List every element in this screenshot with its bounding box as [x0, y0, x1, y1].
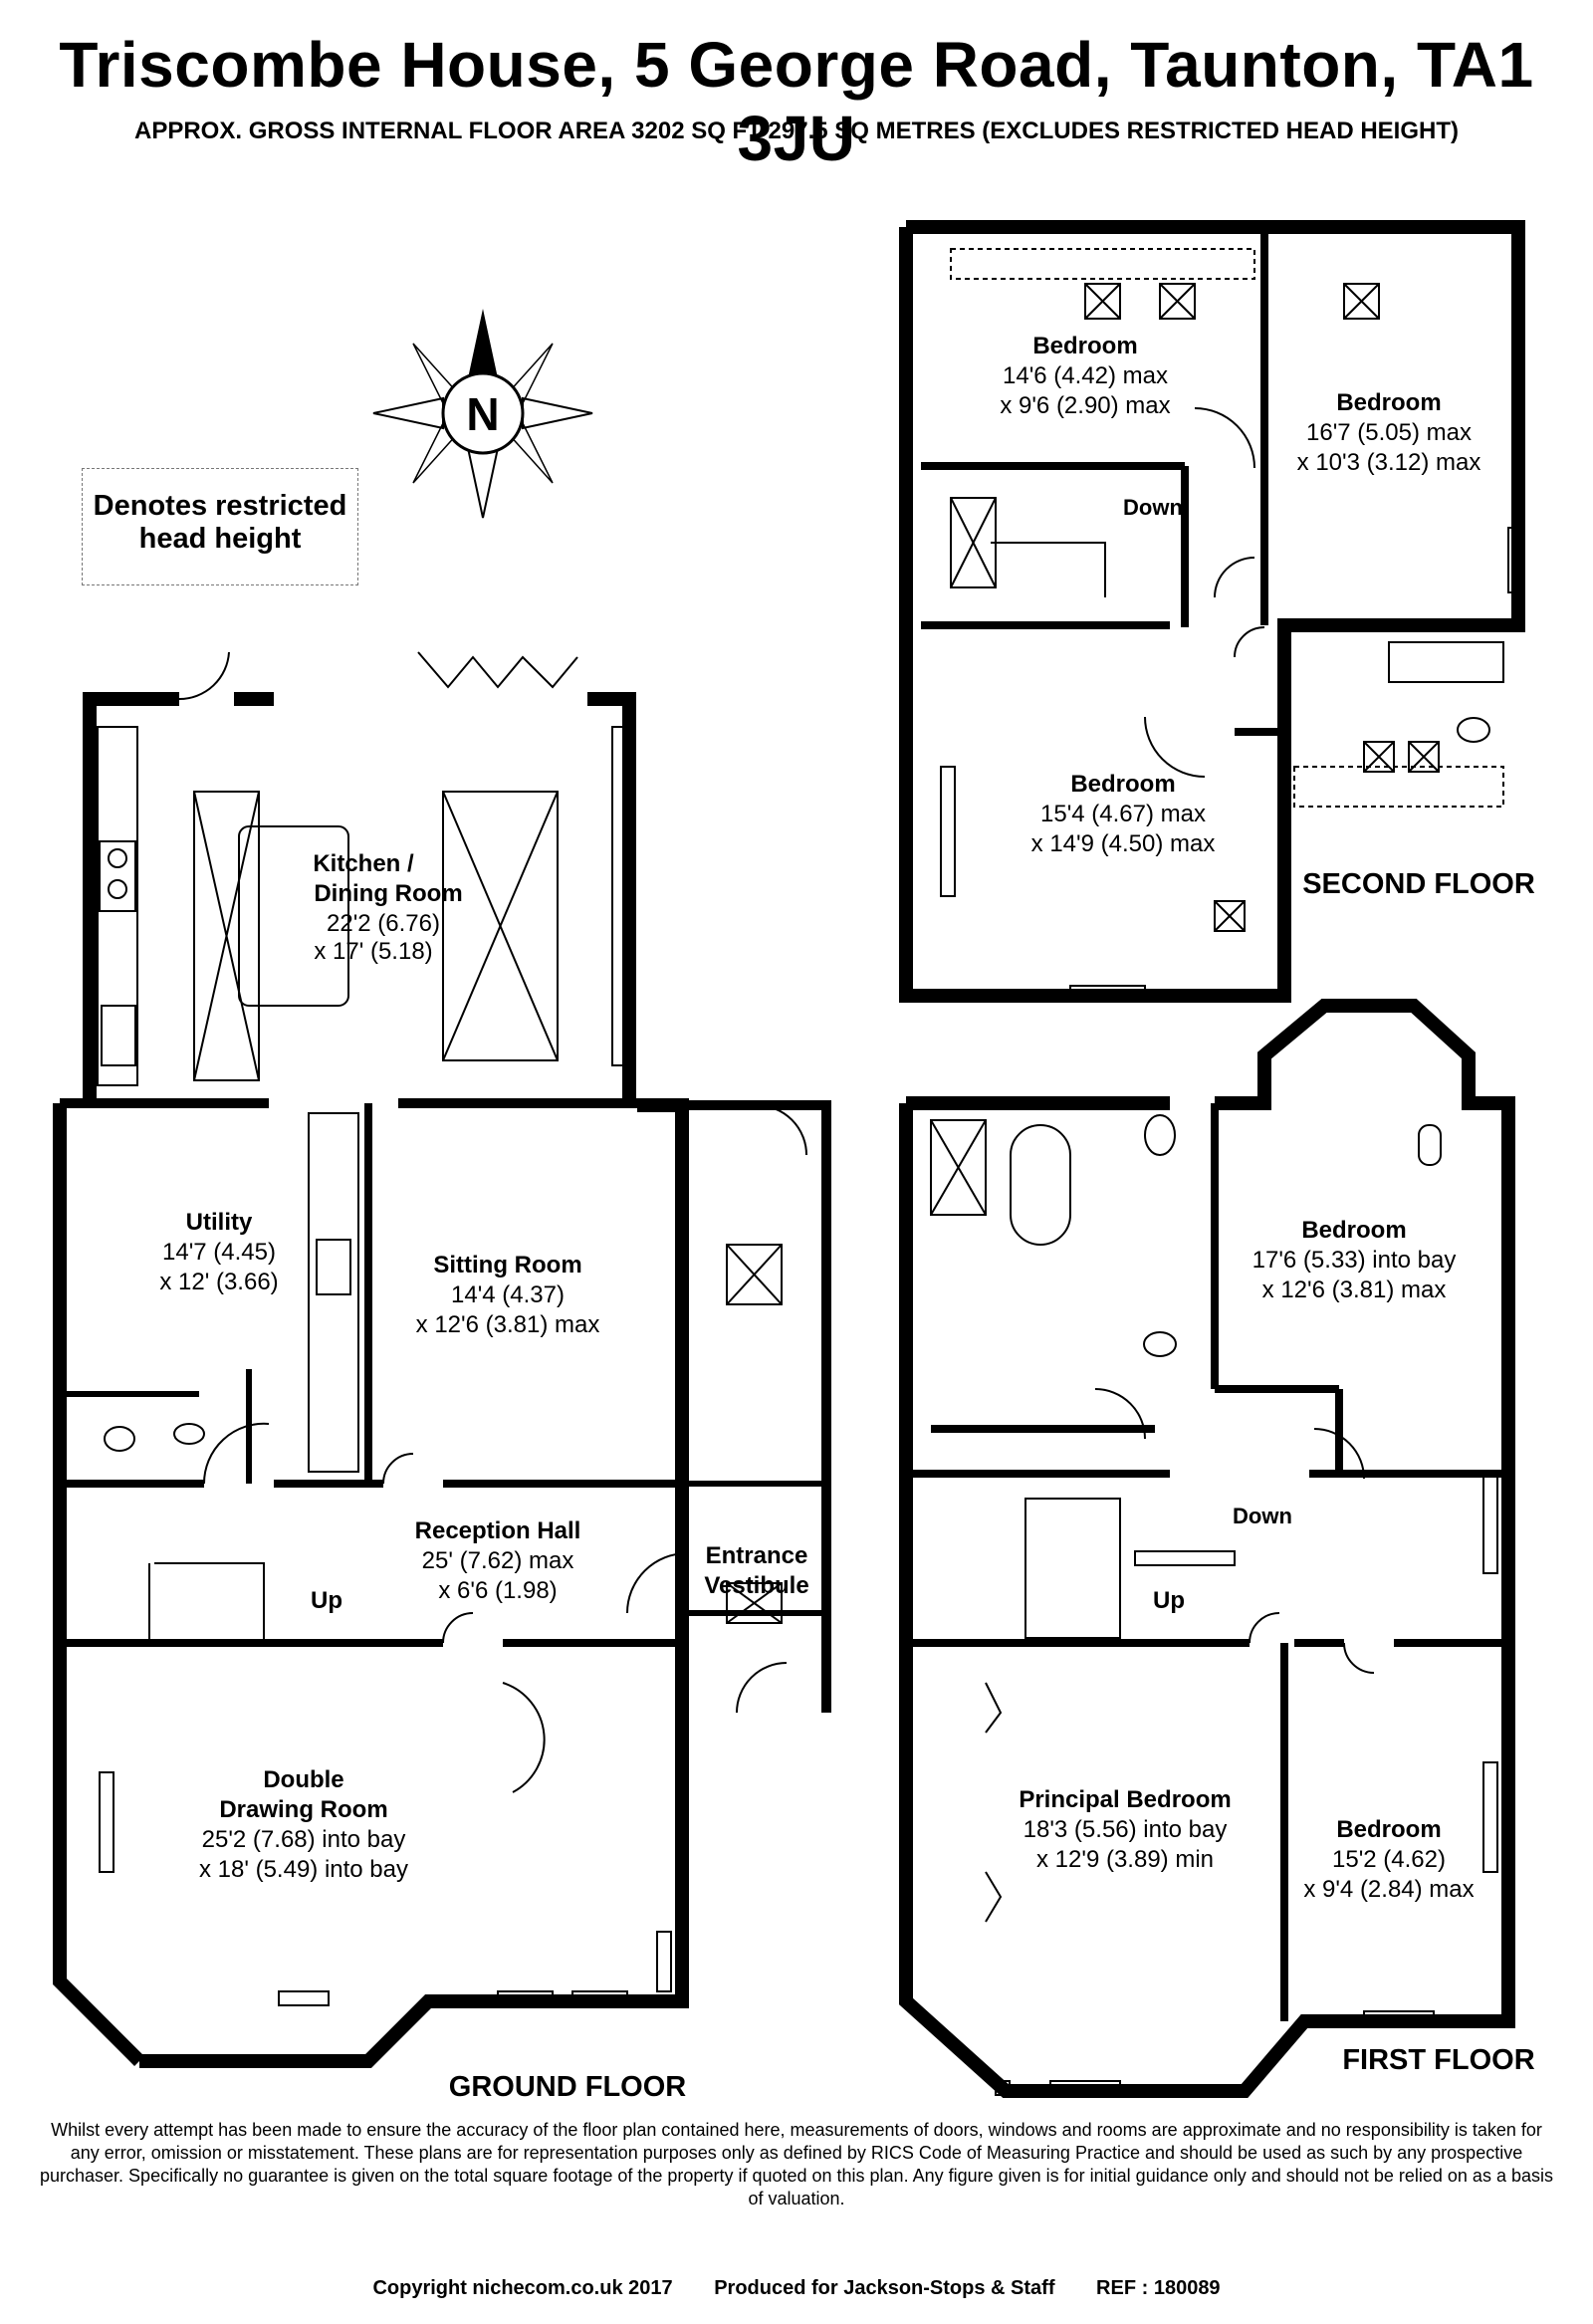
room-sitting: Sitting Room 14'4 (4.37) x 12'6 (3.81) m… — [416, 1252, 600, 1338]
ff-bedroom-small-label: Bedroom — [1336, 1816, 1441, 1843]
ff-bedroom-bay-dim-1: 17'6 (5.33) into bay — [1252, 1247, 1457, 1274]
footer: Copyright nichecom.co.uk 2017 Produced f… — [0, 2277, 1593, 2300]
drawing-label-2: Drawing Room — [219, 1796, 387, 1823]
room-principal-bedroom: Principal Bedroom 18'3 (5.56) into bay x… — [1019, 1786, 1231, 1873]
compass-n-label: N — [466, 388, 499, 440]
floor-area-subtitle: APPROX. GROSS INTERNAL FLOOR AREA 3202 S… — [134, 117, 1459, 144]
ground-floor-fixtures: Up — [97, 651, 807, 2006]
utility-dim-1: 14'7 (4.45) — [162, 1239, 276, 1266]
ff-bedroom-bay-dim-2: x 12'6 (3.81) max — [1262, 1277, 1447, 1303]
utility-dim-2: x 12' (3.66) — [159, 1269, 278, 1295]
reference-text: REF : 180089 — [1096, 2277, 1221, 2299]
room-reception-hall: Reception Hall 25' (7.62) max x 6'6 (1.9… — [415, 1517, 581, 1604]
compass-icon: N — [372, 309, 593, 519]
second-floor-plan — [899, 220, 1525, 1003]
drawing-dim-2: x 18' (5.49) into bay — [199, 1856, 408, 1883]
stairs-up-ground: Up — [311, 1587, 342, 1614]
sitting-dim-2: x 12'6 (3.81) max — [416, 1311, 600, 1338]
sitting-dim-1: 14'4 (4.37) — [451, 1281, 565, 1308]
sf-bedroom-c-label: Bedroom — [1070, 771, 1175, 798]
sitting-label: Sitting Room — [433, 1252, 581, 1278]
first-floor-plan — [899, 999, 1515, 2098]
kitchen-dim-1: 22'2 (6.76) — [327, 910, 440, 937]
stairs-down-first: Down — [1233, 1504, 1292, 1528]
sf-bedroom-b-label: Bedroom — [1336, 389, 1441, 416]
first-floor-fixtures: Down Up — [930, 1114, 1498, 2096]
sf-bedroom-b-dim-2: x 10'3 (3.12) max — [1297, 449, 1481, 476]
ground-floor-label: GROUND FLOOR — [449, 2071, 686, 2103]
sf-bedroom-a-dim-1: 14'6 (4.42) max — [1003, 362, 1168, 389]
principal-dim-1: 18'3 (5.56) into bay — [1024, 1816, 1228, 1843]
principal-label: Principal Bedroom — [1019, 1786, 1231, 1813]
sf-bedroom-a-dim-2: x 9'6 (2.90) max — [1000, 392, 1170, 419]
disclaimer-text: Whilst every attempt has been made to en… — [40, 2120, 1553, 2208]
kitchen-label-2: Dining Room — [314, 880, 462, 907]
room-double-drawing: Double Drawing Room 25'2 (7.68) into bay… — [199, 1766, 408, 1883]
first-floor-label: FIRST FLOOR — [1342, 2044, 1534, 2076]
stairs-up-first: Up — [1153, 1587, 1185, 1614]
room-second-bedroom-a: Bedroom 14'6 (4.42) max x 9'6 (2.90) max — [1000, 333, 1170, 419]
produced-for-text: Produced for Jackson-Stops & Staff — [714, 2277, 1055, 2299]
room-first-bedroom-bay: Bedroom 17'6 (5.33) into bay x 12'6 (3.8… — [1252, 1217, 1457, 1303]
room-second-bedroom-c: Bedroom 15'4 (4.67) max x 14'9 (4.50) ma… — [1031, 771, 1216, 857]
ff-bedroom-small-dim-2: x 9'4 (2.84) max — [1303, 1876, 1474, 1903]
room-first-bedroom-small: Bedroom 15'2 (4.62) x 9'4 (2.84) max — [1303, 1816, 1474, 1903]
kitchen-label-1: Kitchen / — [313, 850, 414, 877]
sf-bedroom-a-label: Bedroom — [1032, 333, 1137, 359]
page-title: Triscombe House, 5 George Road, Taunton,… — [59, 29, 1534, 174]
second-floor-label: SECOND FLOOR — [1302, 868, 1535, 900]
restricted-height-legend: Denotes restricted head height — [82, 490, 358, 556]
room-utility: Utility 14'7 (4.45) x 12' (3.66) — [159, 1209, 278, 1295]
reception-dim-2: x 6'6 (1.98) — [438, 1577, 557, 1604]
reception-dim-1: 25' (7.62) max — [422, 1547, 574, 1574]
room-entrance-vestibule: Entrance Vestibule — [704, 1542, 808, 1599]
vestibule-label-1: Entrance — [706, 1542, 808, 1569]
drawing-label-1: Double — [263, 1766, 343, 1793]
sf-bedroom-c-dim-2: x 14'9 (4.50) max — [1031, 830, 1216, 857]
ff-bedroom-small-dim-1: 15'2 (4.62) — [1332, 1846, 1446, 1873]
sf-bedroom-c-dim-1: 15'4 (4.67) max — [1040, 801, 1206, 827]
restricted-line-1: Denotes restricted — [93, 490, 347, 522]
restricted-line-2: head height — [138, 523, 302, 555]
principal-dim-2: x 12'9 (3.89) min — [1036, 1846, 1214, 1873]
reception-label: Reception Hall — [415, 1517, 581, 1544]
copyright-text: Copyright nichecom.co.uk 2017 — [372, 2277, 673, 2299]
drawing-dim-1: 25'2 (7.68) into bay — [202, 1826, 406, 1853]
restricted-height-legend-box — [82, 468, 358, 585]
ff-bedroom-bay-label: Bedroom — [1301, 1217, 1406, 1244]
vestibule-label-2: Vestibule — [704, 1572, 808, 1599]
room-kitchen-dining: Kitchen / Dining Room 22'2 (6.76) x 17' … — [313, 850, 462, 965]
stairs-down-second: Down — [1123, 495, 1183, 520]
sf-bedroom-b-dim-1: 16'7 (5.05) max — [1306, 419, 1472, 446]
kitchen-dim-2: x 17' (5.18) — [314, 938, 432, 965]
room-second-bedroom-b: Bedroom 16'7 (5.05) max x 10'3 (3.12) ma… — [1297, 389, 1481, 476]
second-floor-fixtures: Down — [940, 248, 1523, 1001]
utility-label: Utility — [186, 1209, 253, 1236]
